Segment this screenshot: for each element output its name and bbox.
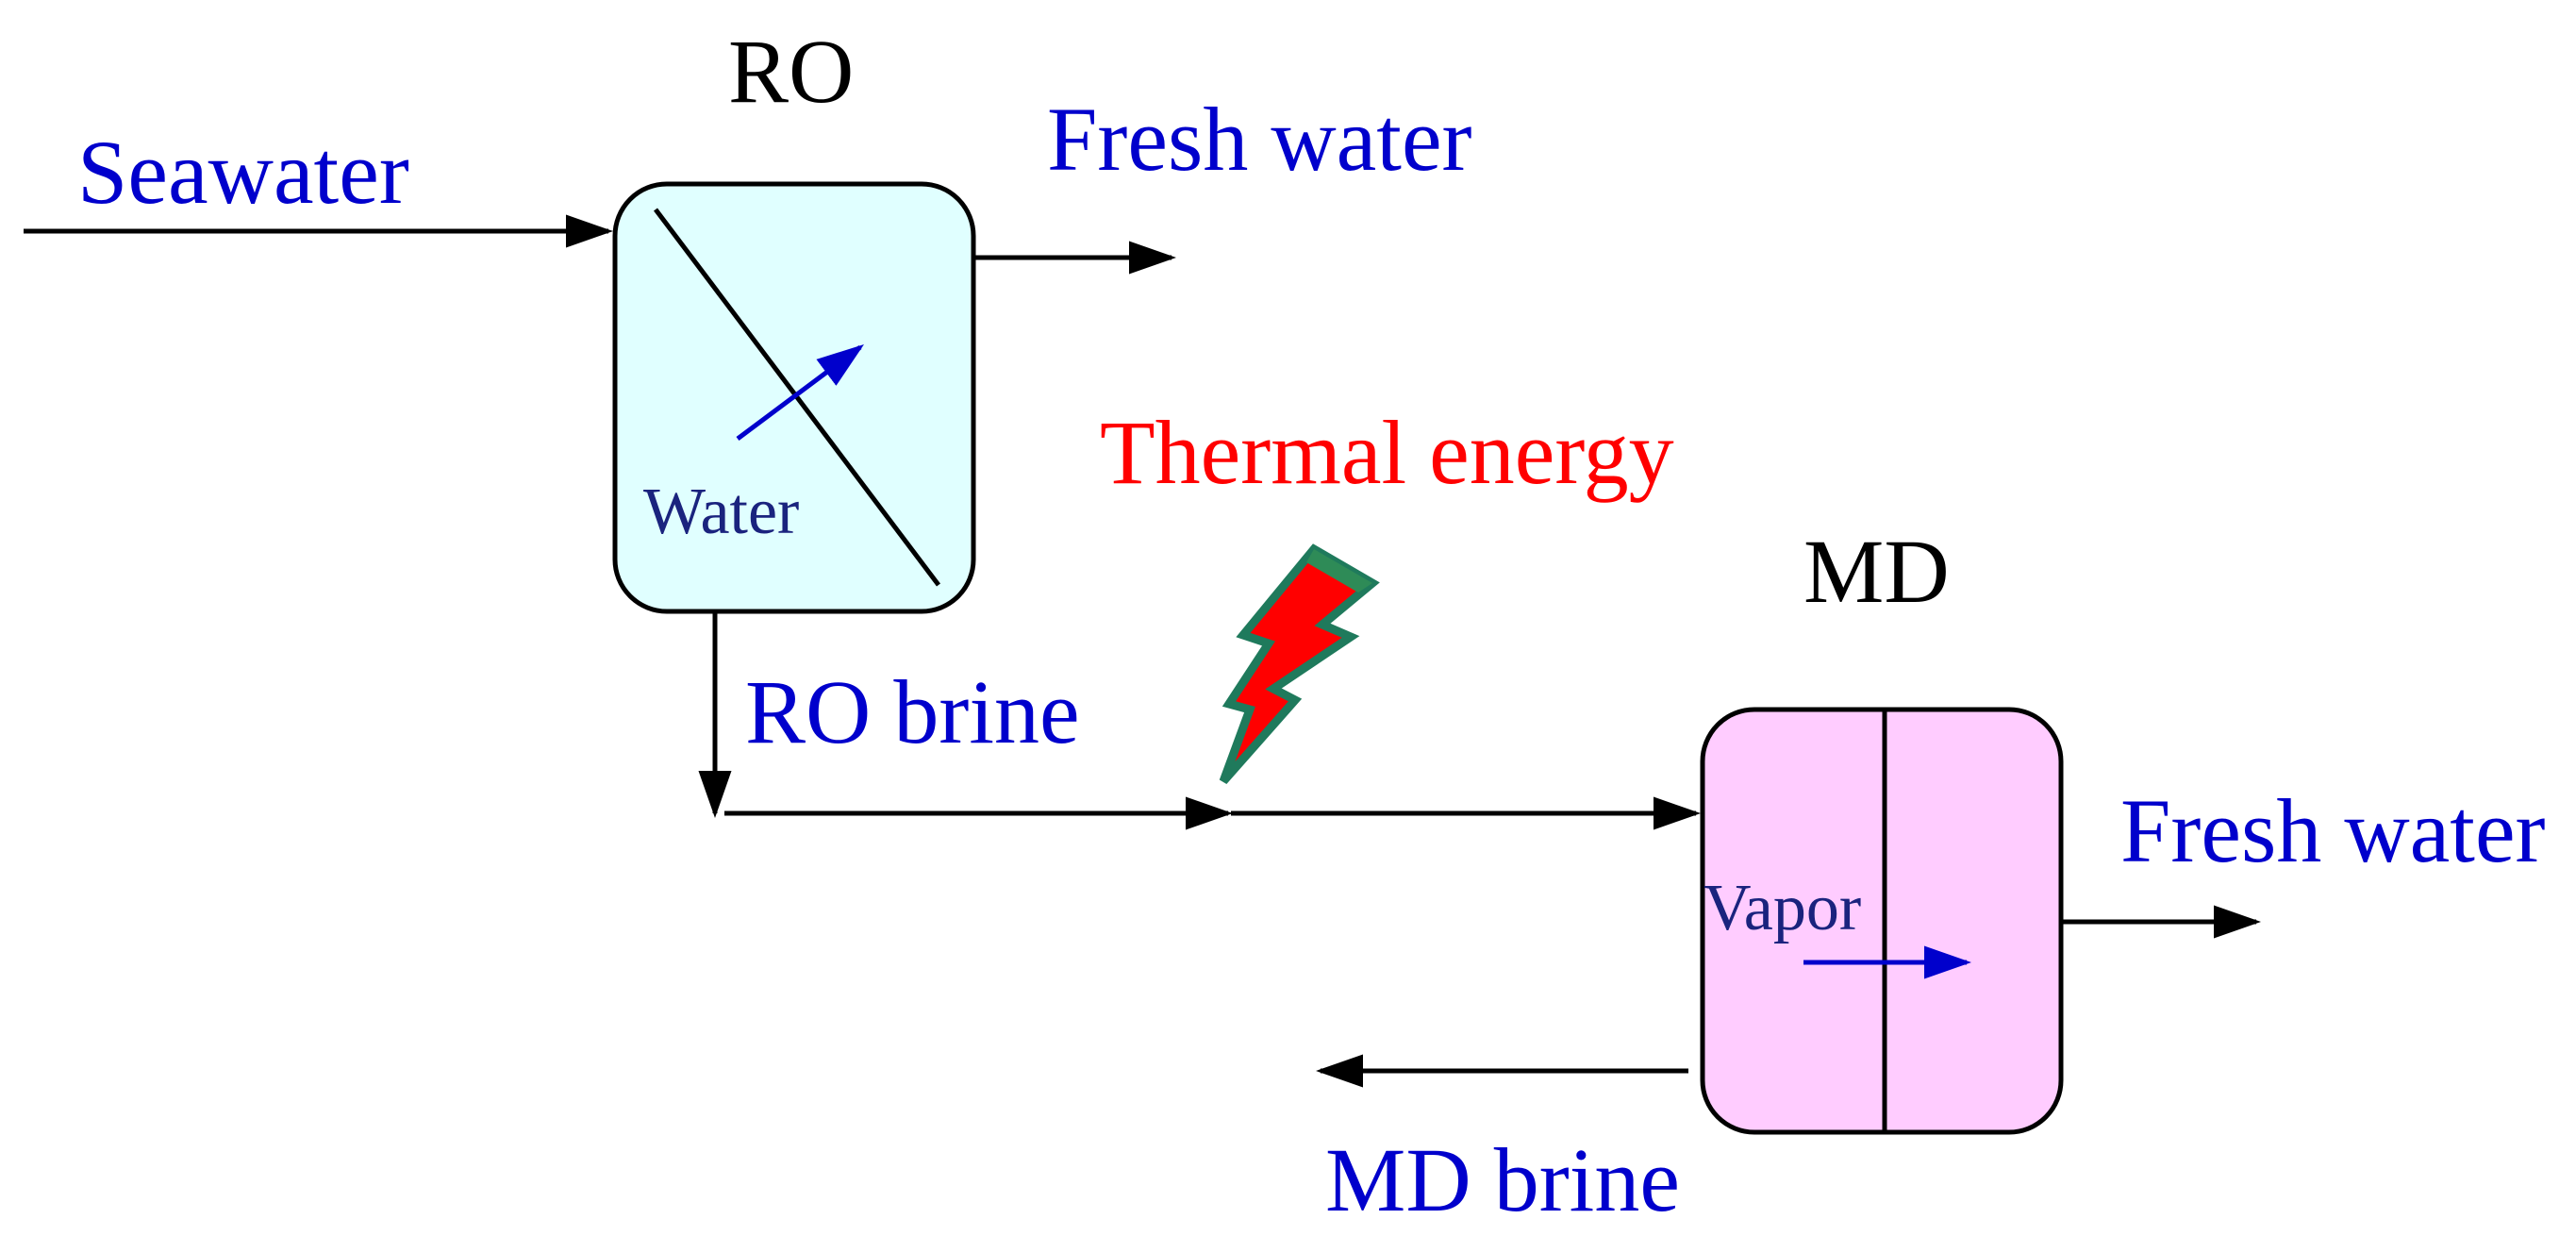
md-unit-title: MD [1803,521,1950,622]
ro-brine-label: RO brine [745,661,1080,762]
ro-water-transport-arrow [736,344,865,442]
ro-fresh-water-label: Fresh water [1047,89,1472,190]
ro-water-label: Water [643,476,800,548]
ro-unit-title: RO [728,21,855,122]
thermal-energy-label: Thermal energy [1100,402,1674,503]
md-vapor-label: Vapor [1703,872,1862,944]
seawater-label: Seawater [77,122,409,223]
md-brine-label: MD brine [1325,1129,1680,1230]
lightning-bolt-icon [1219,543,1380,784]
md-fresh-water-label: Fresh water [2120,780,2546,881]
